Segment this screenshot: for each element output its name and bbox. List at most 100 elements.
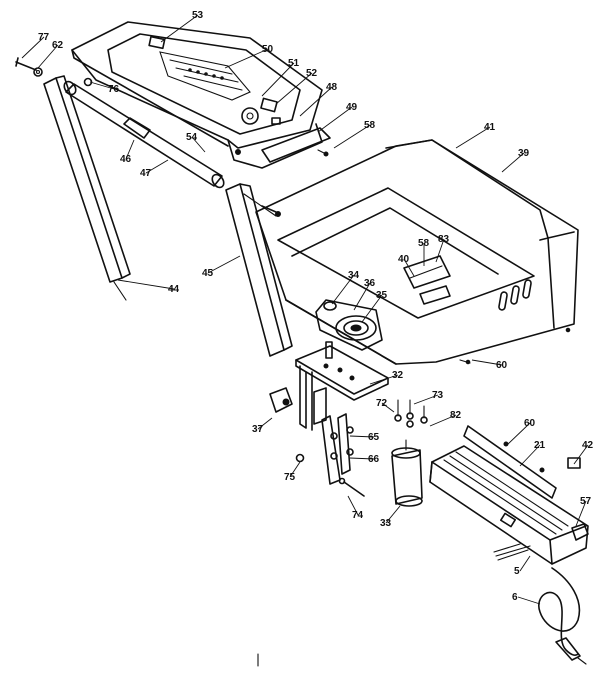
- pulley-belt-34: [315, 299, 383, 351]
- console-knob: [241, 107, 259, 125]
- motor-33: [391, 439, 423, 507]
- callout-label-c82: 82: [450, 410, 462, 421]
- crossbar-tube-47: [65, 83, 223, 187]
- callout-label-c40: 40: [398, 254, 410, 265]
- leader-line-c57: [575, 500, 587, 527]
- leader-line-c41: [455, 126, 491, 149]
- leader-line-c83: [435, 238, 445, 263]
- callout-label-c45: 45: [202, 268, 214, 279]
- leader-line-c54: [191, 136, 206, 153]
- leader-line-c33: [385, 505, 401, 524]
- callout-label-c51: 51: [288, 58, 300, 69]
- leader-line-c44: [117, 279, 175, 290]
- console-switch-52: [260, 97, 278, 113]
- leader-line-c42: [573, 444, 589, 465]
- callout-label-c73: 73: [432, 390, 444, 401]
- callout-label-c52: 52: [306, 68, 318, 79]
- fuse-42: [567, 457, 581, 469]
- leader-line-c39: [501, 152, 525, 173]
- leader-line-c53: [160, 14, 199, 43]
- leader-line-c34: [331, 274, 355, 305]
- callout-label-c32: 32: [392, 370, 404, 381]
- leader-line-c73: [413, 394, 439, 405]
- leader-line-c50: [224, 48, 269, 69]
- leader-line-c5: [519, 555, 531, 572]
- callout-label-c48: 48: [326, 82, 338, 93]
- leader-line-c72: [381, 402, 395, 413]
- leader-line-c82: [429, 414, 457, 427]
- callout-label-c47: 47: [140, 168, 152, 179]
- bolt-74: [343, 481, 365, 497]
- callout-label-c5: 5: [514, 566, 520, 577]
- callout-label-c83: 83: [438, 234, 450, 245]
- motor-hood-assembly: [255, 139, 579, 365]
- callout-label-c60a: 60: [496, 360, 508, 371]
- callout-label-c21: 21: [534, 440, 546, 451]
- leader-line-c32: [369, 374, 399, 385]
- callout-label-c76: 76: [108, 84, 120, 95]
- controller-board-21: [429, 425, 589, 565]
- leader-line-c65: [349, 435, 375, 438]
- vent-slots: [498, 279, 532, 311]
- callout-label-c74: 74: [352, 510, 364, 521]
- callout-label-c36: 36: [364, 278, 376, 289]
- motor-mount-arm: [321, 415, 341, 485]
- callout-label-c37: 37: [252, 424, 264, 435]
- leader-line-c35: [361, 294, 383, 323]
- callout-label-c44: 44: [168, 284, 180, 295]
- callout-label-c58a: 58: [364, 120, 376, 131]
- power-cord-6: [493, 543, 587, 665]
- callout-label-c65: 65: [368, 432, 380, 443]
- leader-line-c40: [403, 258, 415, 277]
- pulley-35: [335, 315, 377, 341]
- display-grid: [169, 59, 243, 91]
- callout-label-c72: 72: [376, 398, 388, 409]
- callout-label-c54: 54: [186, 132, 198, 143]
- callout-label-c41: 41: [484, 122, 496, 133]
- fasteners: [269, 387, 428, 497]
- leader-line-c62: [37, 44, 59, 69]
- hood-opening: [277, 187, 535, 319]
- callout-label-c49: 49: [346, 102, 358, 113]
- leader-line-c51: [261, 62, 295, 97]
- leader-line-c21: [519, 444, 541, 467]
- leader-line-c75: [289, 461, 301, 478]
- upright-left-44: [43, 77, 123, 283]
- leader-line-c37: [257, 417, 273, 430]
- leader-line-c60b: [507, 422, 531, 445]
- console-bracket-49: [261, 127, 331, 163]
- leader-line-c77: [21, 36, 45, 59]
- callout-label-c46: 46: [120, 154, 132, 165]
- callout-label-c34: 34: [348, 270, 360, 281]
- leader-line-c49: [317, 106, 353, 133]
- nut-75: [295, 453, 305, 463]
- leader-line-c60a: [471, 359, 503, 366]
- callout-label-c58b: 58: [418, 238, 430, 249]
- callout-label-c62: 62: [52, 40, 64, 51]
- callout-label-c75: 75: [284, 472, 296, 483]
- washer-62: [33, 67, 43, 77]
- leader-line-c74: [347, 495, 359, 516]
- switch-plate-83: [403, 255, 451, 289]
- leader-line-c76: [89, 81, 115, 90]
- callout-label-c35: 35: [376, 290, 388, 301]
- leader-line-c48: [299, 86, 333, 117]
- callout-label-c42: 42: [582, 440, 594, 451]
- console-button-53: [148, 35, 166, 50]
- hood-cover-39: [255, 139, 579, 365]
- callout-label-c60b: 60: [524, 418, 536, 429]
- console-assembly: [71, 21, 331, 169]
- callout-label-c39: 39: [518, 148, 530, 159]
- callout-label-c53: 53: [192, 10, 204, 21]
- block-37: [269, 387, 293, 413]
- screw-77: [15, 57, 37, 71]
- callout-label-c50: 50: [262, 44, 274, 55]
- leader-line-c36: [353, 282, 371, 311]
- callout-label-c57: 57: [580, 496, 592, 507]
- leader-line-c45: [207, 255, 241, 274]
- leader-line-c52: [275, 72, 313, 105]
- handrail-assembly: [15, 57, 293, 357]
- leader-line-c58a: [333, 124, 371, 149]
- callout-label-c6: 6: [512, 592, 518, 603]
